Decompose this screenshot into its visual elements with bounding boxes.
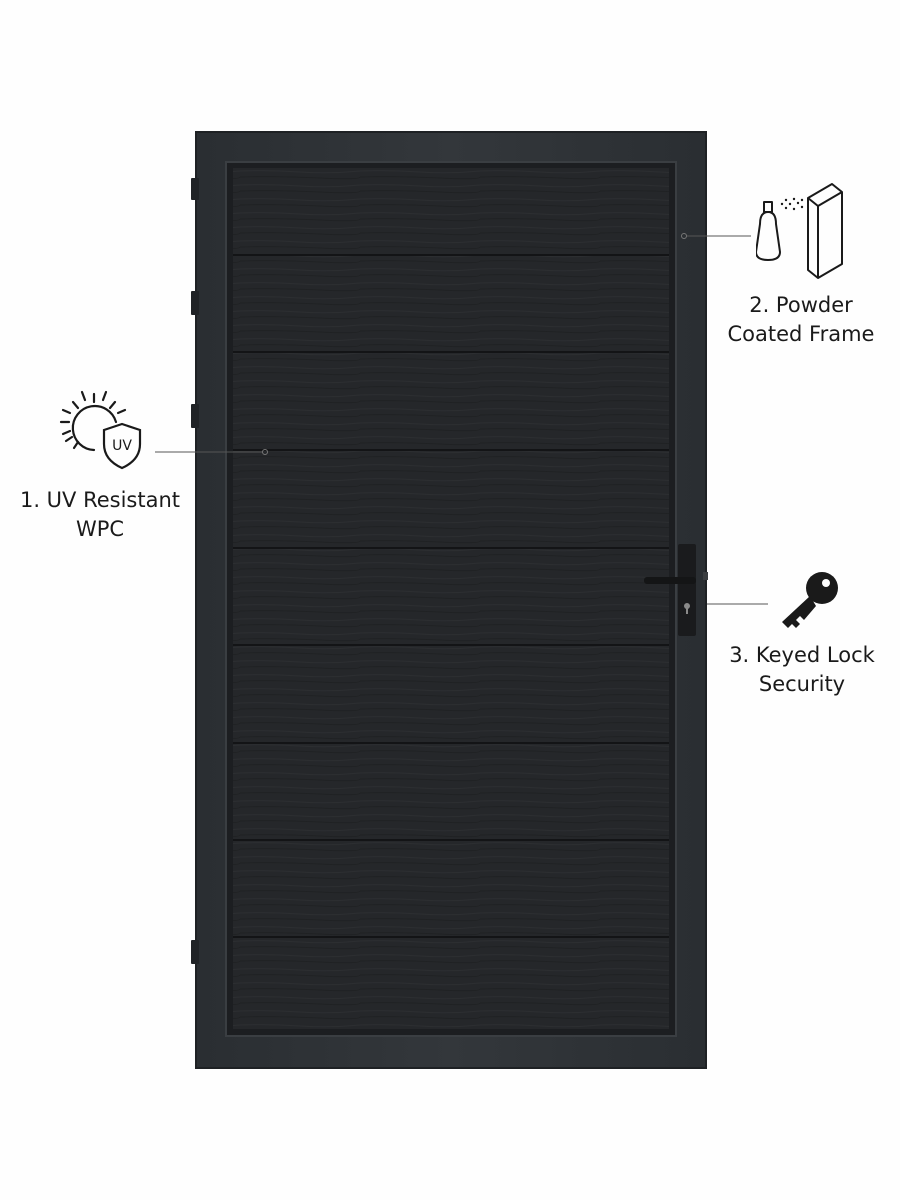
feature-line1: 1. UV Resistant — [19, 488, 181, 512]
uv-shield-sun-icon: UV — [59, 390, 142, 470]
feature-uv-resistant-label: 1. UV Resistant WPC — [0, 486, 200, 544]
hinges — [191, 178, 199, 964]
hinge — [191, 404, 199, 428]
feature-keyed-lock-label: 3. Keyed Lock Security — [716, 641, 888, 699]
slat-seams — [233, 254, 669, 938]
feature-line1: 2. Powder — [749, 293, 853, 317]
callout-lines — [155, 233, 768, 605]
spray-frame-icon — [756, 183, 843, 279]
feature-line2: Coated Frame — [727, 322, 875, 346]
feature-line2: WPC — [75, 517, 125, 541]
door-handle — [644, 544, 708, 636]
feature-powder-coated-label: 2. Powder Coated Frame — [716, 291, 886, 349]
hinge — [191, 291, 199, 315]
feature-line2: Security — [758, 672, 846, 696]
key-icon — [782, 572, 838, 628]
wpc-panel — [233, 168, 669, 1029]
hinge — [191, 940, 199, 964]
hinge — [191, 178, 199, 200]
uv-badge-text: UV — [112, 438, 132, 454]
feature-line1: 3. Keyed Lock — [729, 643, 875, 667]
